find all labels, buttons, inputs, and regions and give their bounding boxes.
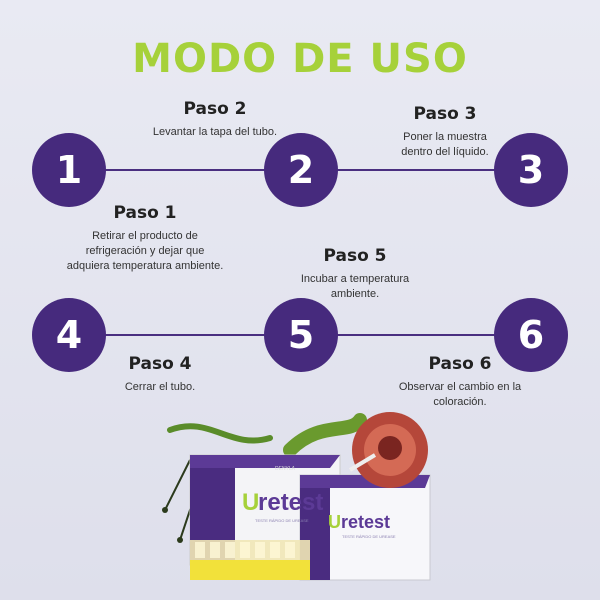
step-2-heading: Paso 2 — [183, 99, 247, 119]
step-circle-6: 6 — [494, 298, 568, 372]
svg-text:DENYLA: DENYLA — [275, 466, 296, 472]
step-1-text: Paso 1 Retirar el producto de refrigerac… — [55, 203, 235, 274]
product-image: U retest U retest TESTE RÁPIDO DE UREASE… — [150, 410, 450, 600]
product-illustration: U retest U retest TESTE RÁPIDO DE UREASE… — [162, 412, 431, 581]
step-1-desc: Retirar el producto de refrigeración y d… — [66, 230, 224, 272]
step-2-text: Paso 2 Levantar la tapa del tubo. — [130, 99, 300, 140]
step-5-text: Paso 5 Incubar a temperatura ambiente. — [275, 246, 435, 302]
svg-text:retest: retest — [258, 489, 323, 516]
step-6-desc: Observar el cambio en la coloración. — [398, 381, 522, 408]
step-6-text: Paso 6 Observar el cambio en la coloraci… — [380, 354, 540, 410]
step-circle-2: 2 — [264, 133, 338, 207]
step-2-desc: Levantar la tapa del tubo. — [152, 126, 278, 138]
step-circle-4: 4 — [32, 298, 106, 372]
step-5-desc: Incubar a temperatura ambiente. — [300, 273, 410, 300]
svg-text:retest: retest — [341, 512, 390, 532]
svg-text:U: U — [242, 489, 259, 516]
step-6-heading: Paso 6 — [428, 354, 492, 374]
step-3-text: Paso 3 Poner la muestra dentro del líqui… — [370, 104, 520, 160]
step-4-heading: Paso 4 — [128, 354, 192, 374]
svg-text:U: U — [328, 512, 341, 532]
page-title: MODO DE USO — [132, 36, 468, 82]
step-circle-1: 1 — [32, 133, 106, 207]
step-1-heading: Paso 1 — [113, 203, 177, 223]
step-circle-3: 3 — [494, 133, 568, 207]
step-3-desc: Poner la muestra dentro del líquido. — [401, 131, 489, 158]
svg-text:TESTE RÁPIDO DE UREASE: TESTE RÁPIDO DE UREASE — [342, 534, 396, 539]
step-3-heading: Paso 3 — [413, 104, 477, 124]
step-4-text: Paso 4 Cerrar el tubo. — [95, 354, 225, 395]
svg-text:TESTE RÁPIDO DE UREASE: TESTE RÁPIDO DE UREASE — [255, 518, 309, 523]
step-4-desc: Cerrar el tubo. — [124, 381, 196, 393]
step-circle-5: 5 — [264, 298, 338, 372]
step-5-heading: Paso 5 — [323, 246, 387, 266]
